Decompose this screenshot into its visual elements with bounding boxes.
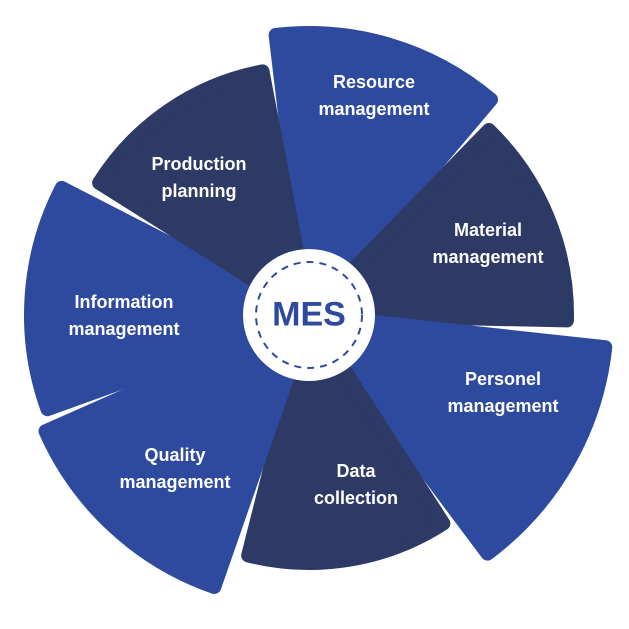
segment-production-planning (92, 64, 305, 291)
segment-label-personel-management: Personel management (447, 366, 558, 420)
label-line: Production (151, 154, 247, 174)
label-line: management (432, 247, 544, 267)
segment-label-resource-management: Resource management (318, 69, 429, 123)
label-line: Resource (332, 72, 416, 92)
center-title: MES (272, 295, 346, 334)
segment-personel-management (337, 314, 613, 561)
label-line: Data (336, 461, 376, 481)
segment-material-management (343, 123, 574, 328)
label-line: management (68, 319, 180, 339)
segment-label-material-management: Material management (432, 217, 543, 271)
label-line: collection (313, 488, 399, 508)
segment-label-quality-management: Quality management (119, 442, 230, 496)
segment-data-collection (241, 358, 451, 570)
segment-label-data-collection: Data collection (314, 458, 398, 512)
segment-resource-management (268, 26, 499, 277)
segment-quality-management (38, 332, 297, 594)
segment-information-management (24, 180, 263, 417)
label-line: management (447, 396, 559, 416)
label-line: management (318, 99, 430, 119)
dashed-ring (255, 261, 363, 369)
label-line: Quality (144, 445, 206, 465)
segment-label-information-management: Information management (68, 289, 179, 343)
label-line: management (119, 472, 231, 492)
segment-label-production-planning: Production planning (152, 151, 247, 205)
label-line: Information (74, 292, 174, 312)
label-line: planning (161, 181, 237, 201)
center-circle (243, 249, 375, 381)
label-line: Personel (464, 369, 542, 389)
label-line: Material (453, 220, 523, 240)
